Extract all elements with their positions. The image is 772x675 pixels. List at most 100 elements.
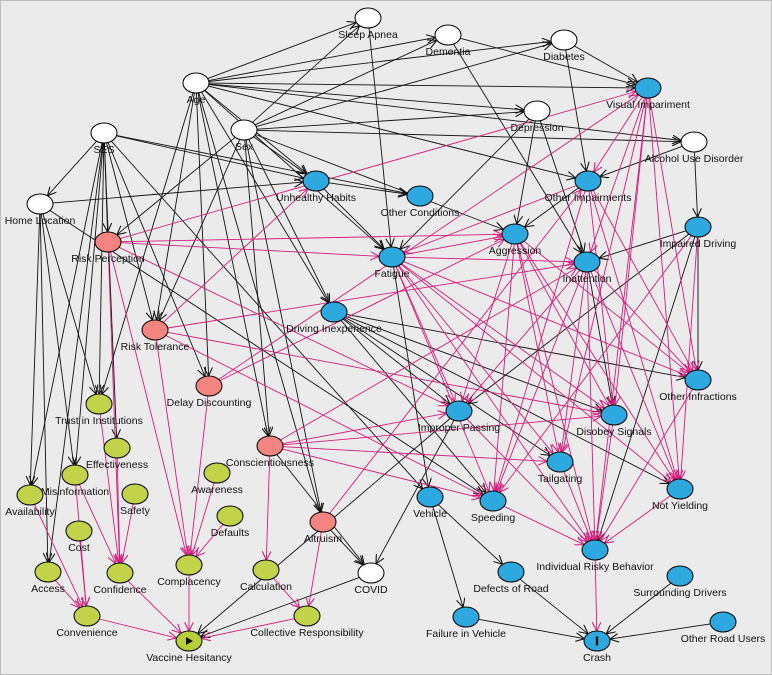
node-shape-improper-passing[interactable]: [445, 400, 473, 422]
node-home-location[interactable]: Home Location: [5, 193, 76, 227]
node-shape-individual-risky-behavior[interactable]: [581, 539, 609, 561]
node-shape-access[interactable]: [34, 561, 62, 583]
node-cost[interactable]: Cost: [65, 520, 93, 554]
node-shape-risk-perception[interactable]: [94, 231, 122, 253]
node-shape-sex[interactable]: [230, 119, 258, 141]
node-improper-passing[interactable]: Improper Passing: [418, 400, 500, 434]
node-effectiveness[interactable]: Effectiveness: [86, 437, 148, 471]
node-shape-aggression[interactable]: [501, 223, 529, 245]
node-trust-in-institutions[interactable]: Trust in Institutions: [55, 393, 143, 427]
node-shape-convenience[interactable]: [73, 605, 101, 627]
node-shape-safety[interactable]: [121, 483, 149, 505]
node-shape-conscientiousness[interactable]: [256, 435, 284, 457]
node-defects-of-road[interactable]: Defects of Road: [473, 561, 549, 595]
node-vehicle[interactable]: Vehicle: [413, 486, 447, 520]
node-misinformation[interactable]: Misinformation: [41, 464, 109, 498]
node-age[interactable]: Age: [182, 72, 210, 106]
node-shape-delay-discounting[interactable]: [195, 375, 223, 397]
node-shape-other-road-users[interactable]: [709, 611, 737, 633]
node-individual-risky-behavior[interactable]: Individual Risky Behavior: [536, 539, 654, 573]
node-speeding[interactable]: Speeding: [471, 490, 516, 524]
node-complacency[interactable]: Complacency: [157, 554, 222, 588]
node-vaccine-hesitancy[interactable]: Vaccine Hesitancy: [146, 630, 233, 664]
node-calculation[interactable]: Calculation: [240, 559, 292, 593]
node-shape-trust-in-institutions[interactable]: [85, 393, 113, 415]
node-shape-ses[interactable]: [90, 122, 118, 144]
node-driving-inexperience[interactable]: Driving Inexperience: [286, 301, 382, 335]
node-impaired-driving[interactable]: Impaired Driving: [660, 216, 737, 250]
node-failure-in-vehicle[interactable]: Failure in Vehicle: [426, 606, 506, 640]
node-inattention[interactable]: Inattention: [562, 251, 612, 285]
node-shape-vehicle[interactable]: [416, 486, 444, 508]
node-aggression[interactable]: Aggression: [489, 223, 542, 257]
node-shape-other-conditions[interactable]: [406, 185, 434, 207]
node-shape-fatigue[interactable]: [378, 246, 406, 268]
node-defaults[interactable]: Defaults: [211, 505, 250, 539]
node-shape-unhealthy-habits[interactable]: [302, 170, 330, 192]
node-shape-driving-inexperience[interactable]: [320, 301, 348, 323]
node-shape-availability[interactable]: [16, 484, 44, 506]
node-other-conditions[interactable]: Other Conditions: [381, 185, 460, 219]
node-alcohol-use-disorder[interactable]: Alcohol Use Disorder: [645, 131, 744, 165]
node-availability[interactable]: Availability: [5, 484, 55, 518]
node-shape-other-impairments[interactable]: [574, 170, 602, 192]
node-not-yielding[interactable]: Not Yielding: [652, 478, 708, 512]
node-sleep-apnea[interactable]: Sleep Apnea: [338, 7, 398, 41]
node-shape-impaired-driving[interactable]: [684, 216, 712, 238]
node-conscientiousness[interactable]: Conscientiousness: [226, 435, 314, 469]
node-disobey-signals[interactable]: Disobey Signals: [576, 404, 652, 438]
node-shape-sleep-apnea[interactable]: [354, 7, 382, 29]
node-shape-defects-of-road[interactable]: [497, 561, 525, 583]
node-shape-alcohol-use-disorder[interactable]: [680, 131, 708, 153]
node-collective-responsibility[interactable]: Collective Responsibility: [250, 605, 364, 639]
node-shape-calculation[interactable]: [252, 559, 280, 581]
node-shape-awareness[interactable]: [203, 462, 231, 484]
node-shape-defaults[interactable]: [216, 505, 244, 527]
node-shape-inattention[interactable]: [573, 251, 601, 273]
node-shape-visual-impairment[interactable]: [634, 77, 662, 99]
node-shape-collective-responsibility[interactable]: [293, 605, 321, 627]
node-fatigue[interactable]: Fatigue: [374, 246, 410, 280]
node-risk-tolerance[interactable]: Risk Tolerance: [121, 319, 190, 353]
node-confidence[interactable]: Confidence: [93, 562, 147, 596]
node-diabetes[interactable]: Diabetes: [543, 29, 585, 63]
node-shape-not-yielding[interactable]: [666, 478, 694, 500]
node-shape-home-location[interactable]: [26, 193, 54, 215]
node-shape-speeding[interactable]: [479, 490, 507, 512]
node-shape-other-infractions[interactable]: [684, 369, 712, 391]
node-shape-surrounding-drivers[interactable]: [666, 565, 694, 587]
node-shape-failure-in-vehicle[interactable]: [452, 606, 480, 628]
node-shape-altruism[interactable]: [309, 511, 337, 533]
node-shape-disobey-signals[interactable]: [600, 404, 628, 426]
node-visual-impairment[interactable]: Visual Impariment: [606, 77, 690, 111]
node-shape-complacency[interactable]: [175, 554, 203, 576]
node-ses[interactable]: SES: [90, 122, 118, 156]
node-unhealthy-habits[interactable]: Unhealthy Habits: [276, 170, 356, 204]
node-dementia[interactable]: Dementia: [426, 24, 471, 58]
node-shape-depression[interactable]: [523, 100, 551, 122]
node-access[interactable]: Access: [31, 561, 65, 595]
node-surrounding-drivers[interactable]: Surrounding Drivers: [633, 565, 727, 599]
node-shape-effectiveness[interactable]: [103, 437, 131, 459]
node-shape-misinformation[interactable]: [61, 464, 89, 486]
node-safety[interactable]: Safety: [120, 483, 151, 517]
node-covid[interactable]: COVID: [354, 562, 388, 596]
node-convenience[interactable]: Convenience: [56, 605, 118, 639]
node-tailgating[interactable]: Tailgating: [538, 451, 583, 485]
node-other-impairments[interactable]: Other Impairments: [545, 170, 632, 204]
node-shape-confidence[interactable]: [106, 562, 134, 584]
node-risk-perception[interactable]: Risk Perception: [71, 231, 145, 265]
node-depression[interactable]: Depression: [510, 100, 564, 134]
node-shape-diabetes[interactable]: [550, 29, 578, 51]
node-sex[interactable]: Sex: [230, 119, 258, 153]
node-shape-age[interactable]: [182, 72, 210, 94]
node-delay-discounting[interactable]: Delay Discounting: [167, 375, 252, 409]
node-crash[interactable]: Crash: [583, 630, 611, 664]
node-shape-covid[interactable]: [357, 562, 385, 584]
node-shape-cost[interactable]: [65, 520, 93, 542]
node-shape-risk-tolerance[interactable]: [141, 319, 169, 341]
node-other-road-users[interactable]: Other Road Users: [681, 611, 766, 645]
node-other-infractions[interactable]: Other Infractions: [659, 369, 737, 403]
node-shape-tailgating[interactable]: [546, 451, 574, 473]
node-awareness[interactable]: Awareness: [191, 462, 243, 496]
